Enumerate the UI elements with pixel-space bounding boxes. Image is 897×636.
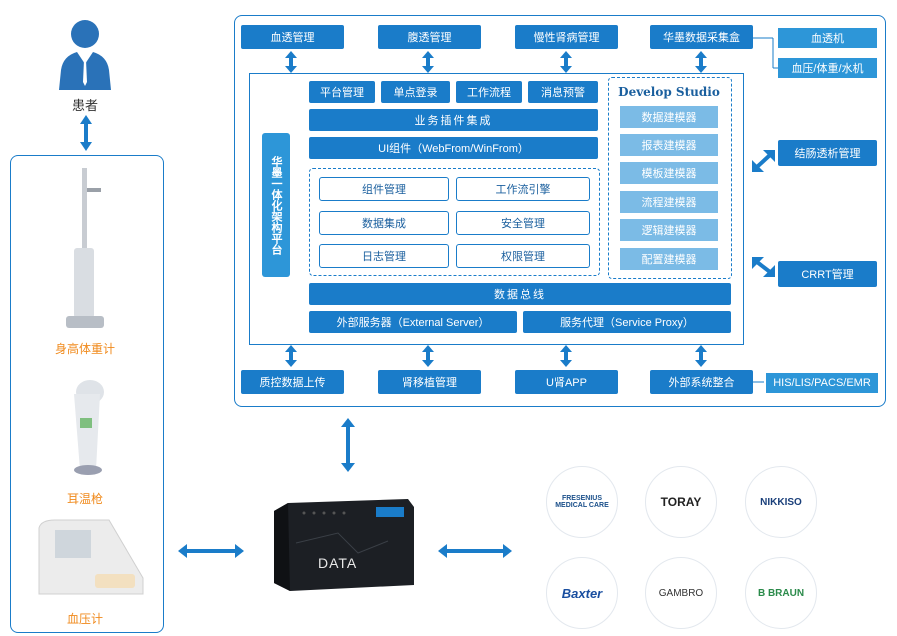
studio-report-modeler[interactable]: 报表建模器 [620,134,718,156]
studio-flow-modeler[interactable]: 流程建模器 [620,191,718,213]
core-group [309,168,600,276]
core-permissions[interactable]: 权限管理 [456,244,590,268]
data-box-device [268,493,418,593]
device-label-ear-thermometer: 耳温枪 [66,492,103,506]
side-bp-weight-water[interactable]: 血压/体重/水机 [778,58,877,78]
module-peritoneal-dialysis[interactable]: 腹透管理 [378,25,481,49]
module-u-kidney-app[interactable]: U肾APP [515,370,618,394]
module-external-integration[interactable]: 外部系统整合 [650,370,753,394]
side-his-lis[interactable]: HIS/LIS/PACS/EMR [766,373,878,393]
ear-thermometer-image [60,378,110,478]
core-log[interactable]: 日志管理 [319,244,449,268]
data-bus[interactable]: 数据总线 [309,283,731,305]
brand-gambro: GAMBRO [645,557,717,629]
single-sign-on[interactable]: 单点登录 [381,81,450,103]
core-security[interactable]: 安全管理 [456,211,590,235]
business-plugin[interactable]: 业务插件集成 [309,109,598,131]
brand-toray: TORAY [645,466,717,538]
brand-bbraun: B BRAUN [745,557,817,629]
device-label-bp-monitor: 血压计 [66,612,103,626]
height-scale-image [60,168,110,333]
module-data-collector[interactable]: 华墨数据采集盒 [650,25,753,49]
module-colon-dialysis[interactable]: 结肠透析管理 [778,140,877,166]
studio-data-modeler[interactable]: 数据建模器 [620,106,718,128]
service-proxy[interactable]: 服务代理（Service Proxy） [523,311,731,333]
main-frame [234,15,886,407]
platform-vertical-text: 华墨一体化架构平台 [270,155,282,255]
develop-studio-group [608,77,732,279]
side-dialysis-machine[interactable]: 血透机 [778,28,877,48]
core-workflow-engine[interactable]: 工作流引擎 [456,177,590,201]
platform-vertical-label [262,133,290,277]
blood-pressure-monitor-image [35,518,145,598]
platform-management[interactable]: 平台管理 [309,81,375,103]
device-label-height-scale: 身高体重计 [54,342,115,356]
core-data-integration[interactable]: 数据集成 [319,211,449,235]
message-alert[interactable]: 消息预警 [528,81,598,103]
external-server[interactable]: 外部服务器（External Server） [309,311,517,333]
brand-fresenius: FRESENIUS MEDICAL CARE [546,466,618,538]
module-kidney-transplant[interactable]: 肾移植管理 [378,370,481,394]
studio-logic-modeler[interactable]: 逻辑建模器 [620,219,718,241]
develop-studio-title: Develop Studio [618,85,720,99]
module-qc-upload[interactable]: 质控数据上传 [241,370,344,394]
module-crrt[interactable]: CRRT管理 [778,261,877,287]
studio-config-modeler[interactable]: 配置建模器 [620,248,718,270]
platform-frame [249,73,744,345]
brand-baxter: Baxter [546,557,618,629]
module-hemodialysis[interactable]: 血透管理 [241,25,344,49]
workflow[interactable]: 工作流程 [456,81,522,103]
core-component-management[interactable]: 组件管理 [319,177,449,201]
patient-label: 患者 [71,98,98,113]
brand-nikkiso: NIKKISO [745,466,817,538]
studio-template-modeler[interactable]: 模板建模器 [620,162,718,184]
module-ckd[interactable]: 慢性肾病管理 [515,25,618,49]
device-panel [10,155,164,633]
patient-icon [55,12,115,92]
ui-components[interactable]: UI组件（WebFrom/WinFrom） [309,137,598,159]
data-box-text: DATA [318,555,358,571]
